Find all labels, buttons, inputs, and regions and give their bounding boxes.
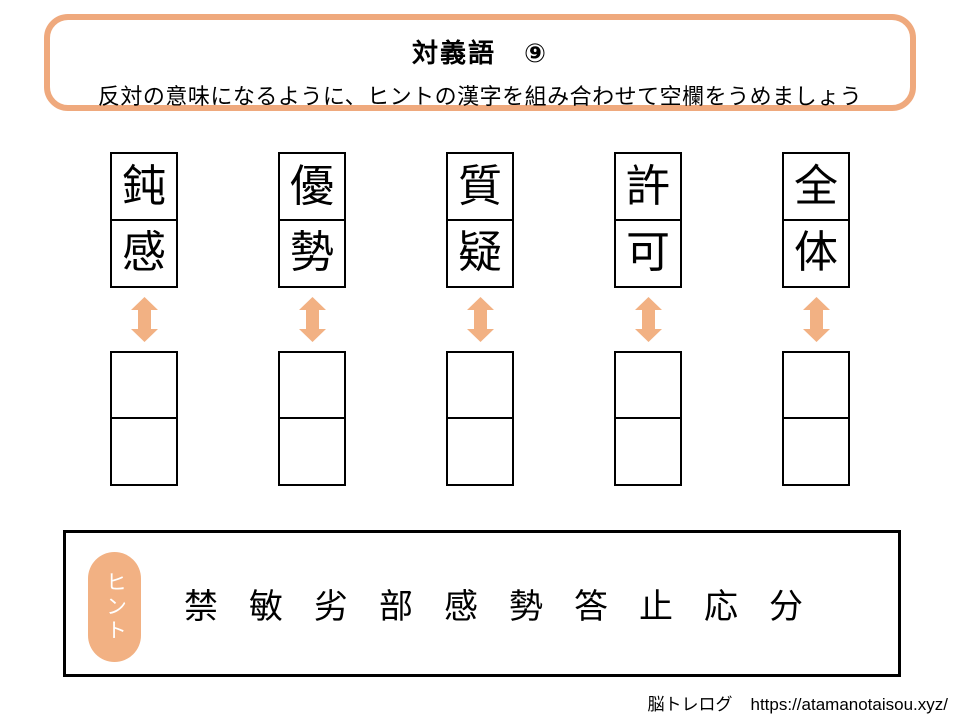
up-down-arrow-icon	[802, 296, 830, 342]
puzzle-column-5: 全 体	[782, 152, 850, 486]
answer-pair	[278, 350, 346, 486]
hint-kanji: 感	[444, 588, 478, 626]
answer-cell[interactable]	[278, 350, 346, 420]
hint-kanji: 勢	[509, 588, 543, 626]
kanji-pair-top: 全 体	[782, 152, 850, 288]
puzzle-column-3: 質 疑	[446, 152, 514, 486]
answer-cell[interactable]	[782, 417, 850, 486]
answer-cell[interactable]	[110, 350, 178, 420]
answer-cell[interactable]	[614, 350, 682, 420]
site-name: 脳トレログ	[647, 695, 733, 714]
answer-cell[interactable]	[446, 350, 514, 420]
kanji-pair-top: 許 可	[614, 152, 682, 288]
hint-label: ヒント	[103, 571, 127, 643]
puzzle-column-1: 鈍 感	[110, 152, 178, 486]
hint-kanji: 敏	[249, 588, 283, 626]
answer-cell[interactable]	[614, 417, 682, 486]
site-url: https://atamanotaisou.xyz/	[750, 695, 949, 714]
kanji-cell: 鈍	[110, 152, 178, 221]
kanji-pair-top: 質 疑	[446, 152, 514, 288]
answer-pair	[110, 350, 178, 486]
hint-kanji: 答	[574, 588, 608, 626]
answer-pair	[782, 350, 850, 486]
answer-cell[interactable]	[782, 350, 850, 420]
hint-kanji: 分	[769, 588, 803, 626]
hint-section: ヒント 禁 敏 劣 部 感 勢 答 止 応 分	[63, 530, 901, 677]
hint-kanji: 止	[639, 588, 673, 626]
hint-label-pill: ヒント	[88, 552, 141, 662]
answer-pair	[446, 350, 514, 486]
kanji-cell: 疑	[446, 218, 514, 288]
up-down-arrow-icon	[466, 296, 494, 342]
up-down-arrow-icon	[130, 296, 158, 342]
puzzle-column-4: 許 可	[614, 152, 682, 486]
answer-cell[interactable]	[110, 417, 178, 486]
page-title: 対義語 ⑨	[411, 38, 548, 68]
kanji-cell: 質	[446, 152, 514, 221]
header: 対義語 ⑨ 反対の意味になるように、ヒントの漢字を組み合わせて空欄をうめましょう	[44, 14, 916, 111]
hint-kanji: 部	[379, 588, 413, 626]
hint-kanji: 劣	[314, 588, 348, 626]
hint-kanji: 禁	[184, 588, 218, 626]
kanji-pair-top: 優 勢	[278, 152, 346, 288]
kanji-cell: 許	[614, 152, 682, 221]
answer-cell[interactable]	[278, 417, 346, 486]
hint-kanji: 応	[704, 588, 738, 626]
answer-pair	[614, 350, 682, 486]
up-down-arrow-icon	[634, 296, 662, 342]
kanji-cell: 可	[614, 218, 682, 288]
kanji-cell: 勢	[278, 218, 346, 288]
kanji-cell: 体	[782, 218, 850, 288]
answer-cell[interactable]	[446, 417, 514, 486]
kanji-cell: 感	[110, 218, 178, 288]
hint-kanji-row: 禁 敏 劣 部 感 勢 答 止 応 分	[184, 533, 803, 674]
puzzle-column-2: 優 勢	[278, 152, 346, 486]
kanji-cell: 優	[278, 152, 346, 221]
kanji-pair-top: 鈍 感	[110, 152, 178, 288]
kanji-cell: 全	[782, 152, 850, 221]
up-down-arrow-icon	[298, 296, 326, 342]
instruction-text: 反対の意味になるように、ヒントの漢字を組み合わせて空欄をうめましょう	[97, 84, 863, 109]
footer: 脳トレログ https://atamanotaisou.xyz/	[648, 690, 949, 715]
